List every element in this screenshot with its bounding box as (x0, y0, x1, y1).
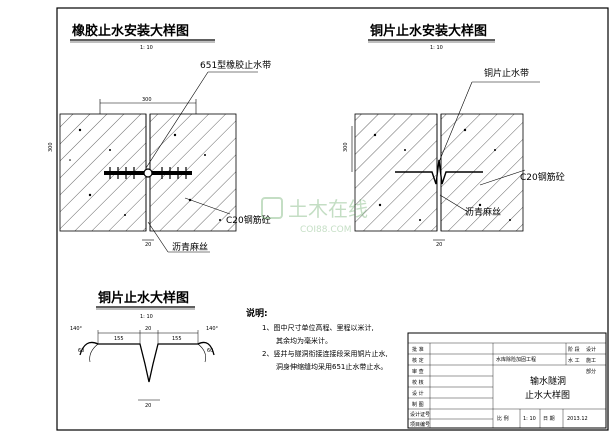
notes-line-1: 1、图中尺寸单位高程、里程以米计, (262, 323, 374, 332)
detail-rubber-dim-width: 300 (142, 97, 152, 103)
tb-drawing-title-2: 止水大样图 (525, 389, 570, 401)
callout-rubber-leader (145, 71, 209, 169)
tb-date-label: 日 期 (543, 416, 555, 422)
detail-rubber-dim-height: 300 (48, 142, 54, 152)
rubber-waterstop-bulb (143, 168, 153, 178)
detail-copper-install-title: 铜片止水安装大样图 (369, 23, 487, 39)
tb-stage-design: 设计 (586, 346, 596, 353)
notes-heading: 说明: (246, 307, 268, 319)
tb-scale-label: 比 例 (497, 415, 509, 422)
watermark-url: COI88.COM (300, 225, 351, 235)
detail-copper-dim-left: 155 (114, 336, 124, 342)
tb-stage-head: 阶 段 (568, 346, 580, 353)
detail-copper-install: 铜片止水安装大样图 1: 10 300 20 铜片止水带 C20钢筋砼 沥青麻丝 (343, 23, 565, 248)
callout-rubber-waterstop: 651型橡胶止水带 (200, 59, 271, 71)
detail-copper-scale: 1: 10 (140, 314, 153, 320)
tb-stage-head-2: 水 工 (568, 357, 580, 364)
detail-rubber-title: 橡胶止水安装大样图 (72, 23, 189, 39)
detail-copper-angle-left: 140° (70, 326, 83, 332)
callout-rubber-concrete: C20钢筋砼 (226, 214, 271, 226)
notes-line-4: 洞身伸缩缝均采用651止水带止水。 (276, 362, 387, 371)
notes-line-2: 其余均为毫米计。 (276, 336, 332, 345)
tb-stage-construct: 施工 (586, 357, 596, 364)
tb-drawing-title-1: 输水隧洞 (530, 375, 566, 387)
detail-rubber-waterstop: 橡胶止水安装大样图 1: 10 300 300 (48, 23, 271, 253)
tb-label-sheji: 设 计 (412, 390, 424, 397)
watermark-brand: 土木在线 (288, 197, 368, 221)
detail-copper-dim-bottom: 20 (145, 403, 151, 409)
callout-copper-concrete: C20钢筋砼 (520, 171, 565, 183)
tb-scale-value: 1: 10 (523, 416, 536, 422)
detail-copper-angle-right: 140° (206, 326, 219, 332)
tb-label-pizhun: 批 准 (412, 346, 424, 353)
callout-copper-waterstop: 铜片止水带 (484, 67, 529, 79)
detail-copper-dim-top: 20 (145, 326, 151, 332)
tb-label-heding: 核 定 (412, 357, 424, 364)
detail-copper-dim-r2: 60 (207, 348, 213, 354)
title-block: 批 准 核 定 审 查 校 核 设 计 制 图 设计证号 项目编号 水库除险加固… (407, 332, 607, 429)
detail-copper-title: 铜片止水大样图 (97, 290, 189, 306)
tb-label-shencha: 审 查 (412, 368, 424, 375)
detail-copper-profile: 铜片止水大样图 1: 10 140° 140° 155 155 20 60 60… (70, 290, 219, 409)
detail-copper-dim-r1: 60 (78, 348, 84, 354)
tb-stage-part: 部分 (586, 368, 596, 375)
concrete-right-block (149, 113, 237, 232)
copper-waterstop-shape (395, 159, 483, 185)
detail-rubber-dim-joint: 20 (145, 242, 151, 248)
notes-line-3: 2、竖井与隧洞衔接连接段采用铜片止水, (262, 349, 388, 358)
watermark: 土木在线 COI88.COM (261, 197, 368, 235)
tb-project: 水库除险加固工程 (496, 356, 536, 363)
detail-rubber-scale: 1: 10 (140, 45, 153, 51)
callout-rubber-asphalt: 沥青麻丝 (172, 241, 208, 253)
detail-copper-install-scale: 1: 10 (430, 45, 443, 51)
tb-date-value: 2013.12 (567, 416, 588, 422)
detail-copper-install-dim-joint: 20 (436, 242, 442, 248)
detail-copper-dim-right: 155 (172, 336, 182, 342)
tb-label-jiaohe: 校 核 (412, 379, 424, 386)
tb-label-zhitu: 制 图 (412, 401, 424, 408)
detail-copper-install-dim-height: 300 (343, 142, 349, 152)
tb-label-project-no: 项目编号 (410, 421, 430, 428)
sheet-border (56, 7, 609, 431)
copper-profile-shape (79, 341, 215, 383)
watermark-logo-icon (261, 197, 283, 219)
notes-block: 说明: 1、图中尺寸单位高程、里程以米计, 其余均为毫米计。 2、竖井与隧洞衔接… (246, 307, 388, 371)
callout-copper-asphalt: 沥青麻丝 (465, 206, 501, 218)
tb-label-cert: 设计证号 (410, 411, 430, 418)
